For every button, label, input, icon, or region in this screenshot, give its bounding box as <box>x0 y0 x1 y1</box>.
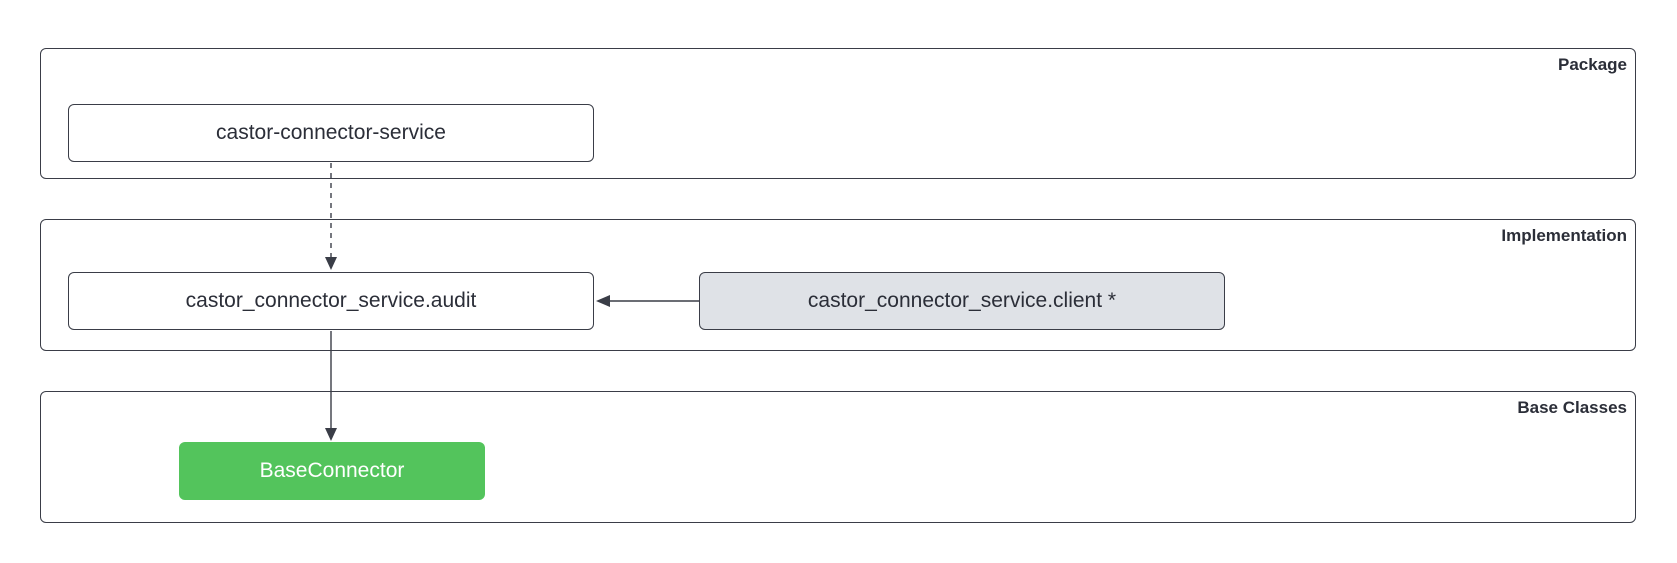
audit-module-node[interactable]: castor_connector_service.audit <box>68 272 594 330</box>
audit-module-label: castor_connector_service.audit <box>185 289 477 312</box>
client-module-label: castor_connector_service.client * <box>807 289 1117 312</box>
base-classes-lane-title: Base Classes <box>1517 398 1627 417</box>
implementation-lane-title: Implementation <box>1501 226 1627 245</box>
client-module-node[interactable]: castor_connector_service.client * <box>699 272 1225 330</box>
base-connector-node[interactable]: BaseConnector <box>179 442 485 500</box>
base-connector-label: BaseConnector <box>259 459 405 482</box>
castor-connector-service-node[interactable]: castor-connector-service <box>68 104 594 162</box>
castor-connector-service-label: castor-connector-service <box>216 121 446 144</box>
package-lane-title: Package <box>1558 55 1627 74</box>
